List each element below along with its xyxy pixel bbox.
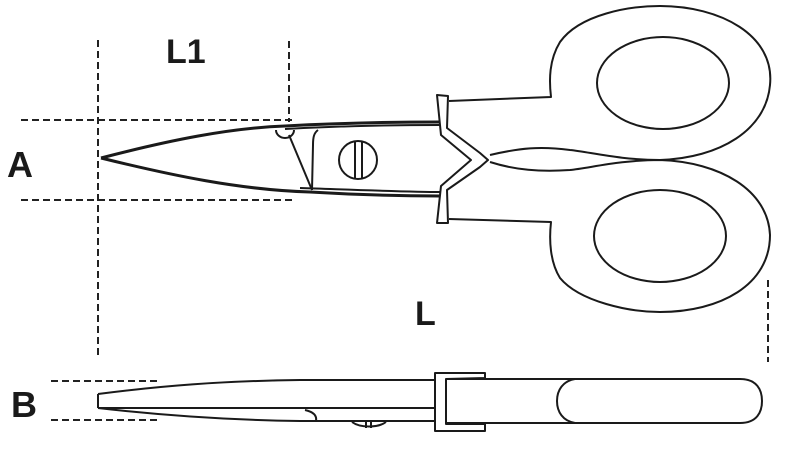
blade-upper-edge-inner [284,124,441,130]
blade-upper-edge [100,120,441,160]
blade-bevel-line [288,134,313,191]
blade-lower-edge [100,156,441,198]
label-L: L [415,295,436,333]
lower-handle-loop [448,159,771,313]
side-view [97,372,763,432]
bolster-bracket [436,94,489,224]
upper-handle-loop [448,5,772,161]
side-screw-head [351,421,387,428]
label-L1: L1 [166,33,206,71]
label-A: A [7,144,33,185]
side-handle-grip [556,378,576,424]
blade-notch [275,129,295,139]
label-B: B [11,384,37,425]
lower-finger-hole [593,189,727,283]
upper-finger-hole [596,36,730,130]
side-blade-bottom [97,407,437,422]
blade-lower-edge-inner [299,187,441,193]
side-blade-top [97,379,437,395]
pivot-screw-icon [338,140,378,180]
side-blade-curve [304,409,318,422]
side-handle-body [446,378,763,424]
blade-step-line [311,129,319,191]
dimension-lines [21,40,769,421]
top-view [100,5,772,313]
